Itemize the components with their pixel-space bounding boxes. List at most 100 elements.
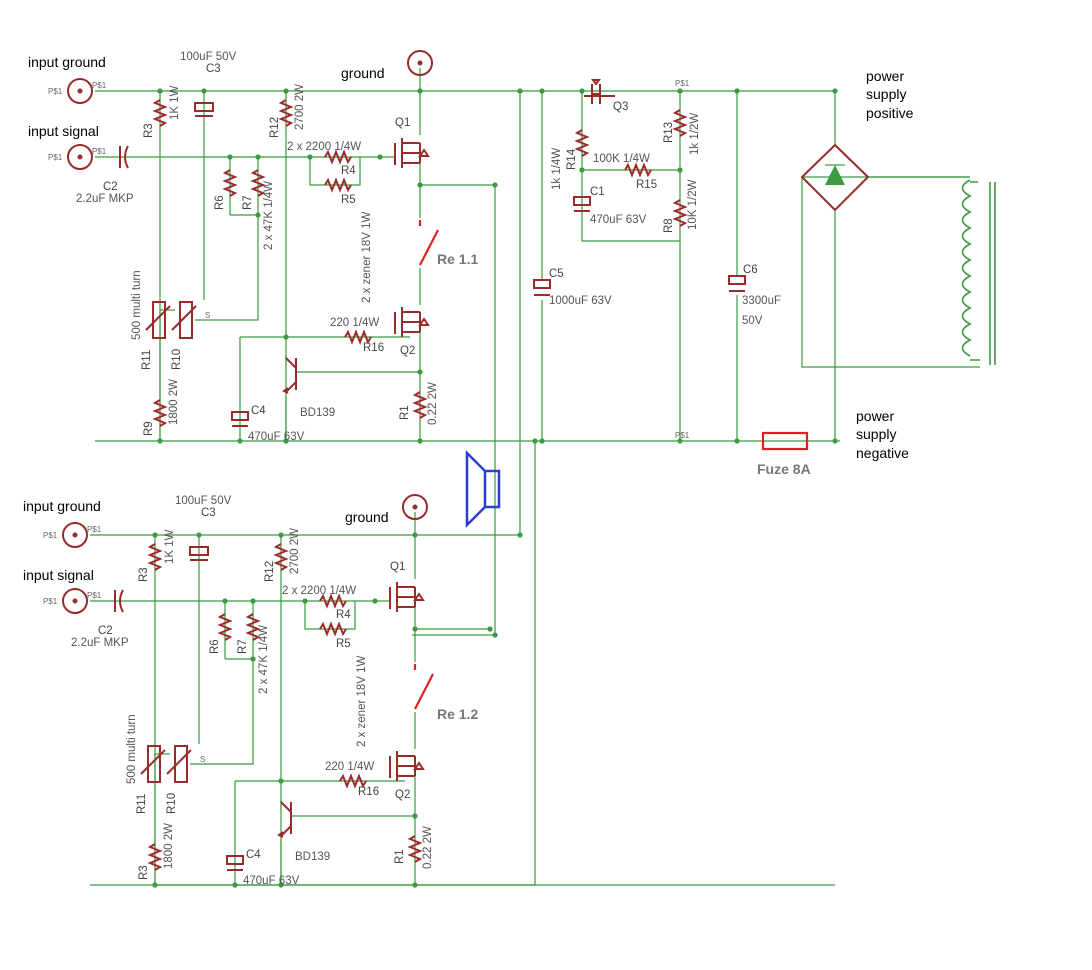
svg-text:P$1: P$1 bbox=[675, 79, 690, 88]
svg-text:C4: C4 bbox=[251, 405, 266, 417]
svg-text:BD139: BD139 bbox=[300, 407, 335, 419]
svg-text:R16: R16 bbox=[363, 342, 384, 354]
svg-text:2 x 47K 1/4W: 2 x 47K 1/4W bbox=[258, 625, 270, 694]
svg-text:Q1: Q1 bbox=[390, 561, 405, 573]
svg-text:C3: C3 bbox=[201, 507, 216, 519]
svg-text:R4: R4 bbox=[336, 609, 351, 621]
power-supply-wiring bbox=[152, 90, 980, 886]
svg-text:R1: R1 bbox=[394, 849, 406, 864]
ground-label-top: ground bbox=[341, 65, 385, 81]
svg-text:100uF 50V: 100uF 50V bbox=[175, 495, 232, 507]
svg-text:P$1: P$1 bbox=[675, 431, 690, 440]
svg-text:C1: C1 bbox=[590, 186, 605, 198]
svg-text:P$1: P$1 bbox=[43, 531, 58, 540]
svg-text:R14: R14 bbox=[566, 148, 578, 170]
svg-text:P$1: P$1 bbox=[92, 147, 107, 156]
svg-text:0.22 2W: 0.22 2W bbox=[427, 382, 439, 425]
svg-text:S: S bbox=[200, 755, 205, 764]
r13-resistor bbox=[672, 109, 688, 137]
r8-resistor bbox=[672, 199, 688, 227]
svg-text:2.2uF MKP: 2.2uF MKP bbox=[71, 637, 129, 649]
svg-text:R5: R5 bbox=[341, 194, 356, 206]
ground-label-bottom: ground bbox=[345, 509, 389, 525]
q3-transistor bbox=[584, 79, 615, 104]
svg-text:470uF 63V: 470uF 63V bbox=[248, 431, 305, 443]
svg-text:2 x 2200 1/4W: 2 x 2200 1/4W bbox=[282, 585, 356, 597]
svg-text:1K 1W: 1K 1W bbox=[164, 529, 176, 564]
svg-text:R11: R11 bbox=[136, 794, 148, 814]
svg-text:1k 1/2W: 1k 1/2W bbox=[689, 113, 701, 155]
svg-text:100uF 50V: 100uF 50V bbox=[180, 51, 237, 63]
svg-text:1k 1/4W: 1k 1/4W bbox=[551, 148, 563, 190]
channel-top bbox=[66, 49, 842, 445]
svg-text:R5: R5 bbox=[336, 638, 351, 650]
svg-text:100K 1/4W: 100K 1/4W bbox=[593, 153, 650, 165]
relay-2-label: Re 1.2 bbox=[437, 706, 478, 722]
power-supply-negative-line3: negative bbox=[856, 445, 909, 461]
svg-text:Q1: Q1 bbox=[395, 117, 410, 129]
svg-text:Q3: Q3 bbox=[613, 101, 628, 113]
svg-text:10K 1/2W: 10K 1/2W bbox=[687, 179, 699, 230]
svg-text:R3: R3 bbox=[138, 865, 150, 880]
relay-1-label: Re 1.1 bbox=[437, 251, 478, 267]
svg-text:2700 2W: 2700 2W bbox=[294, 84, 306, 130]
svg-text:1800 2W: 1800 2W bbox=[163, 823, 175, 869]
svg-text:1800 2W: 1800 2W bbox=[168, 379, 180, 425]
svg-text:P$1: P$1 bbox=[48, 87, 63, 96]
svg-text:C3: C3 bbox=[206, 63, 221, 75]
input-signal-label-top: input signal bbox=[28, 123, 99, 139]
r15-resistor bbox=[624, 162, 652, 178]
svg-text:R11: R11 bbox=[141, 350, 153, 370]
svg-text:470uF 63V: 470uF 63V bbox=[590, 214, 647, 226]
svg-text:Q2: Q2 bbox=[400, 345, 415, 357]
fuse-8a bbox=[761, 431, 809, 451]
svg-text:R6: R6 bbox=[209, 639, 221, 654]
svg-text:500 multi turn: 500 multi turn bbox=[131, 270, 143, 340]
input-signal-label-bottom: input signal bbox=[23, 567, 94, 583]
power-supply-positive-line1: power bbox=[866, 68, 904, 84]
svg-text:P$1: P$1 bbox=[48, 153, 63, 162]
svg-text:P$1: P$1 bbox=[87, 591, 102, 600]
svg-text:2.2uF MKP: 2.2uF MKP bbox=[76, 193, 134, 205]
svg-text:P$1: P$1 bbox=[92, 81, 107, 90]
svg-text:R13: R13 bbox=[663, 122, 675, 143]
channel-bottom bbox=[61, 493, 837, 889]
svg-text:BD139: BD139 bbox=[295, 851, 330, 863]
svg-text:R12: R12 bbox=[264, 561, 276, 582]
c1-capacitor bbox=[573, 196, 591, 212]
svg-text:R10: R10 bbox=[171, 349, 183, 370]
svg-text:C2: C2 bbox=[103, 181, 118, 193]
svg-text:R7: R7 bbox=[237, 639, 249, 654]
c6-capacitor bbox=[728, 275, 746, 292]
speaker bbox=[465, 449, 501, 529]
svg-text:C2: C2 bbox=[98, 625, 113, 637]
svg-text:P$1: P$1 bbox=[43, 597, 58, 606]
svg-text:1K 1W: 1K 1W bbox=[169, 85, 181, 120]
svg-text:R9: R9 bbox=[143, 421, 155, 436]
svg-text:3300uF: 3300uF bbox=[742, 295, 781, 307]
power-supply-positive-line3: positive bbox=[866, 105, 914, 121]
bridge-rectifier bbox=[800, 143, 870, 212]
svg-text:C6: C6 bbox=[743, 264, 758, 276]
svg-text:R7: R7 bbox=[242, 195, 254, 210]
svg-text:R1: R1 bbox=[399, 405, 411, 420]
svg-text:220 1/4W: 220 1/4W bbox=[325, 761, 374, 773]
svg-text:2 x zener 18V 1W: 2 x zener 18V 1W bbox=[361, 211, 373, 303]
power-supply-negative-line2: supply bbox=[856, 426, 896, 442]
svg-text:P$1: P$1 bbox=[87, 525, 102, 534]
svg-text:R12: R12 bbox=[269, 117, 281, 138]
transformer bbox=[961, 179, 996, 365]
svg-text:2 x zener 18V 1W: 2 x zener 18V 1W bbox=[356, 655, 368, 747]
r14-resistor bbox=[574, 129, 590, 157]
power-supply-positive-line2: supply bbox=[866, 86, 906, 102]
c5-capacitor bbox=[533, 279, 551, 296]
svg-text:2700 2W: 2700 2W bbox=[289, 528, 301, 574]
svg-text:C4: C4 bbox=[246, 849, 261, 861]
svg-text:0.22 2W: 0.22 2W bbox=[422, 826, 434, 869]
input-ground-label-top: input ground bbox=[28, 54, 106, 70]
svg-text:2 x 47K 1/4W: 2 x 47K 1/4W bbox=[263, 181, 275, 250]
svg-text:1000uF 63V: 1000uF 63V bbox=[549, 295, 612, 307]
svg-text:R4: R4 bbox=[341, 165, 356, 177]
svg-text:470uF 63V: 470uF 63V bbox=[243, 875, 300, 887]
